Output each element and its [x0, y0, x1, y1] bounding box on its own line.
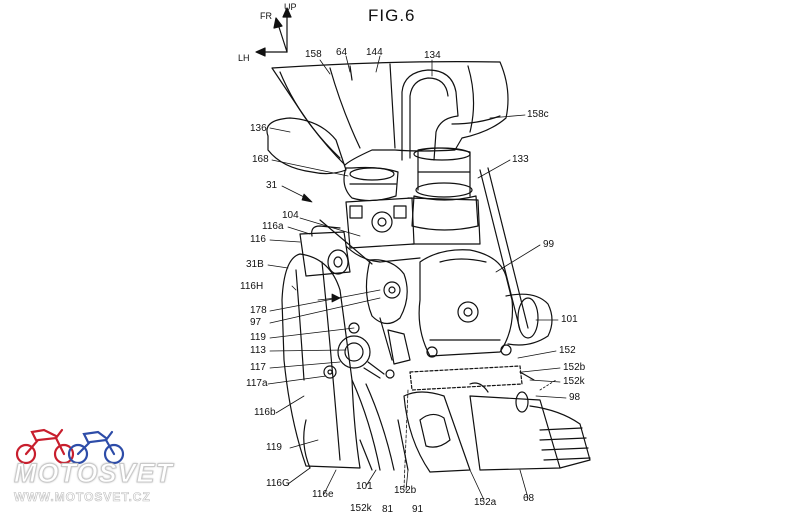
shaft — [409, 344, 535, 391]
ref-119-upper: 119 — [250, 332, 266, 343]
ref-133: 133 — [512, 154, 529, 165]
leader-lines — [267, 55, 567, 501]
ref-101-bottom: 101 — [356, 481, 373, 492]
ref-168: 168 — [252, 154, 269, 165]
ref-91: 91 — [412, 504, 424, 515]
ref-31B: 31B — [246, 259, 264, 270]
ref-116e: 116e — [312, 489, 334, 500]
watermark-url: WWW.MOTOSVET.CZ — [14, 490, 151, 505]
ref-152: 152 — [559, 345, 576, 356]
ref-144: 144 — [366, 47, 383, 58]
actuator — [323, 322, 395, 379]
ref-64: 64 — [336, 47, 348, 58]
axis-label-fr: FR — [260, 11, 272, 21]
throttle-body — [345, 197, 481, 263]
ref-152k-bottom: 152k — [350, 503, 372, 514]
ref-99: 99 — [543, 239, 555, 250]
axis-label-up: UP — [284, 2, 297, 12]
ref-158: 158 — [305, 49, 322, 60]
watermark-brand: MOTOSVET — [13, 458, 174, 489]
ref-152b-bottom: 152b — [394, 485, 417, 496]
linkage — [319, 219, 411, 365]
ref-98: 98 — [569, 392, 581, 403]
ref-113: 113 — [250, 345, 266, 356]
ref-158c: 158c — [527, 109, 549, 120]
ref-116b: 116b — [254, 407, 276, 418]
ref-117a: 117a — [246, 378, 268, 389]
ref-178: 178 — [250, 305, 267, 316]
ref-116: 116 — [250, 234, 266, 245]
ref-134: 134 — [424, 50, 441, 61]
ref-31: 31 — [266, 180, 278, 191]
orientation-axes — [255, 7, 292, 57]
ref-136: 136 — [250, 123, 267, 134]
ref-116a: 116a — [262, 221, 284, 232]
ref-101-right: 101 — [561, 314, 578, 325]
ref-116G: 116G — [266, 478, 290, 489]
watermark-logo — [15, 428, 125, 465]
ref-117: 117 — [250, 362, 266, 373]
left-cover — [281, 225, 361, 469]
ref-104: 104 — [282, 210, 299, 221]
ref-152k-right: 152k — [563, 376, 585, 387]
figure-title: FIG.6 — [368, 6, 416, 25]
ref-152a: 152a — [474, 497, 497, 508]
cylinder-head — [418, 249, 553, 357]
ref-97: 97 — [250, 317, 262, 328]
ref-119-lower: 119 — [266, 442, 282, 453]
lower-frame — [303, 379, 409, 471]
ref-116H: 116H — [240, 281, 264, 292]
ref-68: 68 — [523, 493, 535, 504]
axis-label-lh: LH — [238, 53, 250, 63]
ref-81: 81 — [382, 504, 394, 515]
ref-152b-right: 152b — [563, 362, 586, 373]
crankcase — [403, 382, 591, 473]
intake-duct — [401, 69, 479, 231]
frame-rail — [479, 167, 529, 331]
airbox — [271, 61, 509, 166]
